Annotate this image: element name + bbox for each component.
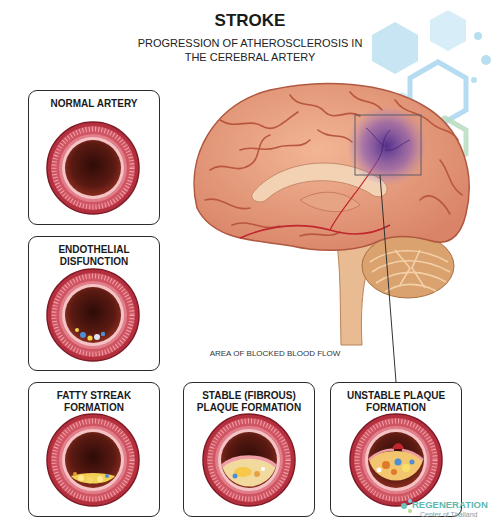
title: STROKE <box>150 11 350 31</box>
logo-mark <box>401 499 412 513</box>
stage-label: NORMAL ARTERY <box>38 98 150 110</box>
stage-label: FATTY STREAK FORMATION <box>38 390 150 414</box>
watermark: REGENERATION <box>412 499 500 510</box>
artery-stable-plaque <box>203 414 295 506</box>
area-label: AREA OF BLOCKED BLOOD FLOW <box>200 349 350 359</box>
artery-endothelial <box>47 269 139 361</box>
artery-normal <box>47 122 139 214</box>
stage-box: STABLE (FIBROUS) PLAQUE FORMATION <box>183 382 315 517</box>
artery-fatty-streak <box>47 414 139 506</box>
stage-box: NORMAL ARTERY <box>28 90 160 225</box>
watermark: Center of Thailand <box>420 510 500 519</box>
stage-label: STABLE (FIBROUS) PLAQUE FORMATION <box>193 390 305 414</box>
stage-box: UNSTABLE PLAQUE FORMATION <box>330 382 462 517</box>
stage-box: ENDOTHELIAL DISFUNCTION <box>28 236 160 371</box>
artery-unstable-plaque <box>350 414 442 506</box>
stage-box: FATTY STREAK FORMATION <box>28 382 160 517</box>
brain-illustration <box>194 83 469 382</box>
subtitle: PROGRESSION OF ATHEROSCLEROSIS IN THE CE… <box>137 36 363 64</box>
stage-label: ENDOTHELIAL DISFUNCTION <box>38 244 150 268</box>
stage-label: UNSTABLE PLAQUE FORMATION <box>340 390 452 414</box>
